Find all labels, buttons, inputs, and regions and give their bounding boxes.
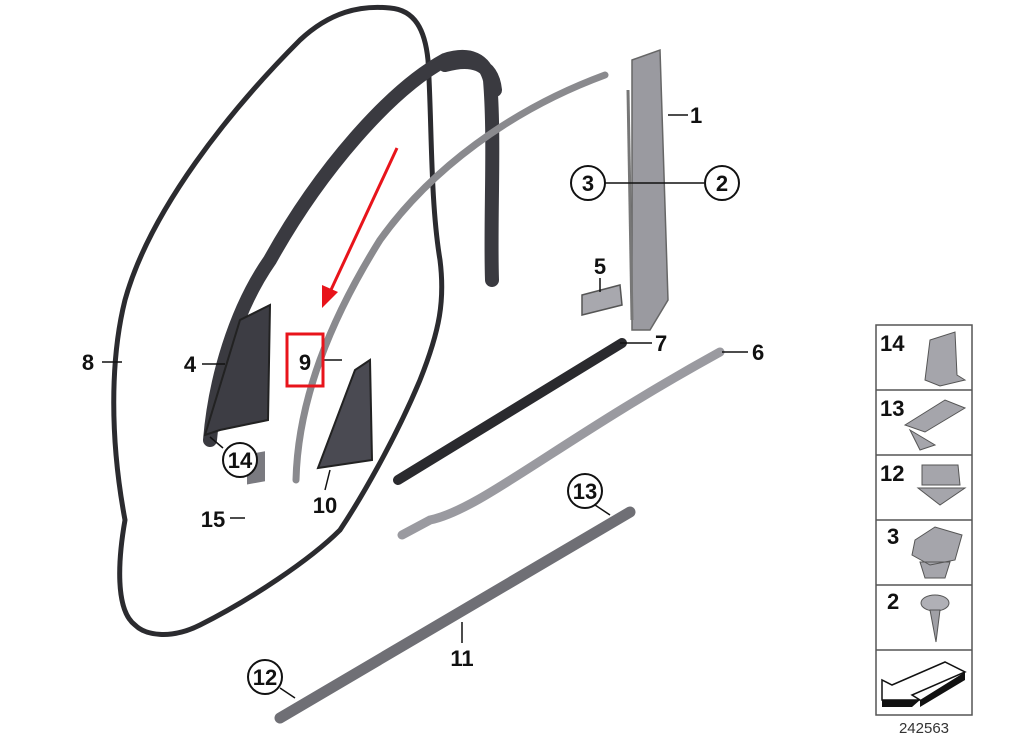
callout-circle-13 bbox=[567, 473, 603, 509]
callout-circle-2 bbox=[704, 165, 740, 201]
legend-item-2: 2 bbox=[887, 589, 899, 614]
callout-4: 4 bbox=[184, 352, 197, 377]
clip-12-icon bbox=[916, 464, 967, 506]
highlight-box-9 bbox=[285, 332, 325, 388]
callout-3: 3 bbox=[582, 171, 594, 196]
callout-11: 11 bbox=[450, 646, 473, 671]
leader-lines bbox=[102, 114, 748, 699]
legend-item-13: 13 bbox=[880, 396, 904, 421]
part-8-door-seal bbox=[111, 4, 445, 637]
diagram-number: 242563 bbox=[899, 720, 949, 737]
arrow-direction-icon bbox=[881, 661, 967, 701]
callout-2: 2 bbox=[716, 171, 728, 196]
part-4-mirror-triangle bbox=[203, 303, 272, 437]
part-9-guide-rail bbox=[292, 71, 609, 484]
callout-10: 10 bbox=[313, 493, 337, 518]
clip-14-icon bbox=[924, 331, 967, 387]
callout-12: 12 bbox=[253, 665, 277, 690]
callout-1: 1 bbox=[690, 103, 702, 128]
callout-circle-12 bbox=[247, 659, 283, 695]
part-5-bracket bbox=[581, 284, 623, 316]
screw-2-icon bbox=[920, 594, 950, 643]
red-arrow-icon bbox=[322, 147, 399, 308]
legend-item-12: 12 bbox=[880, 461, 904, 486]
callout-8: 8 bbox=[82, 350, 94, 375]
callout-15: 15 bbox=[201, 507, 225, 532]
callout-9: 9 bbox=[299, 350, 311, 375]
fastener-legend: 14 13 12 3 2 bbox=[875, 324, 973, 716]
part-7-strip bbox=[393, 338, 627, 485]
callout-circle-14 bbox=[222, 442, 258, 478]
legend-item-14: 14 bbox=[880, 331, 905, 356]
callout-6: 6 bbox=[752, 340, 764, 365]
clip-13-icon bbox=[903, 399, 967, 451]
part-1-pillar-trim bbox=[631, 48, 669, 331]
part-1-pillar-edge bbox=[626, 89, 634, 321]
part-6-strip bbox=[397, 347, 725, 540]
nut-3-icon bbox=[911, 526, 963, 579]
callout-5: 5 bbox=[594, 254, 606, 279]
door-frame bbox=[203, 49, 502, 447]
part-11-sill-strip bbox=[274, 506, 636, 724]
part-10-cover bbox=[316, 358, 374, 470]
callout-circle-3 bbox=[570, 165, 606, 201]
legend-item-3: 3 bbox=[887, 524, 899, 549]
callout-13: 13 bbox=[573, 479, 597, 504]
callout-7: 7 bbox=[655, 331, 667, 356]
callout-14: 14 bbox=[228, 448, 253, 473]
